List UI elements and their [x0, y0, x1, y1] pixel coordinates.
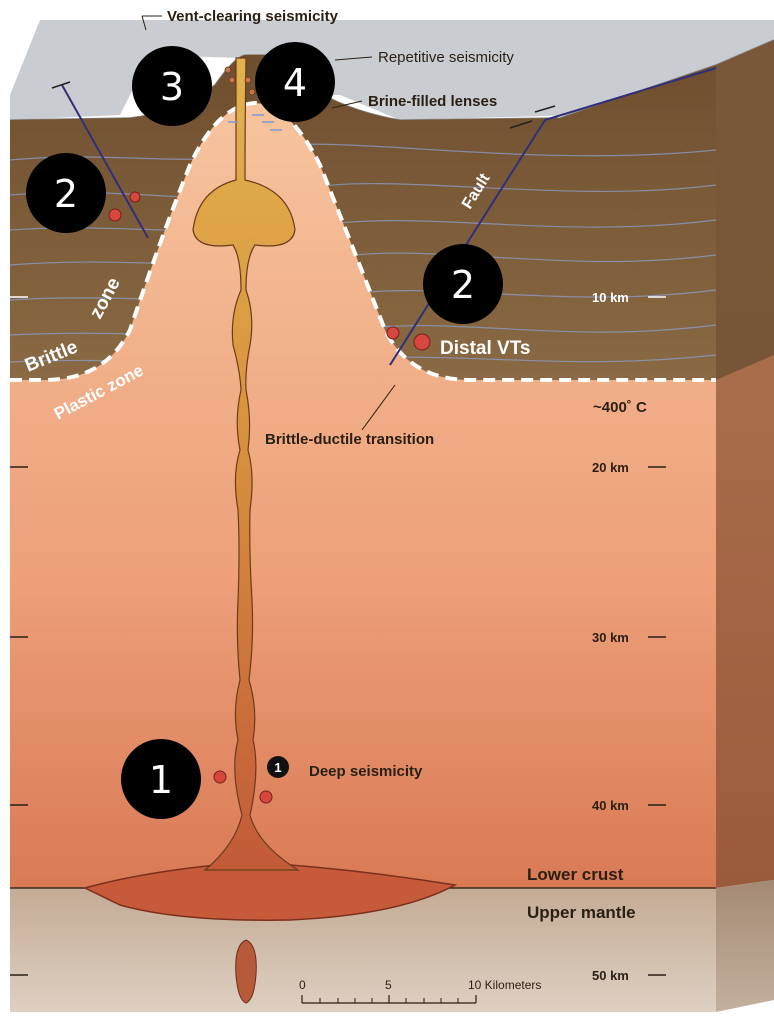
badge-2-left: 2 [26, 153, 106, 233]
badge-3-text: 3 [160, 65, 184, 109]
badge-1-text: 1 [149, 758, 173, 802]
vent-clearing-label: Vent-clearing seismicity [167, 8, 339, 25]
deep-magma-blob [236, 940, 257, 1003]
scale-tick-label: 0 [299, 978, 306, 992]
badge-3: 3 [132, 46, 212, 126]
badge-4-text: 4 [283, 61, 307, 105]
earthquake-dot [414, 334, 430, 350]
earthquake-dot [109, 209, 121, 221]
earthquake-dot [387, 327, 399, 339]
depth-tick-label: 10 km [592, 290, 629, 305]
earthquake-dot [130, 192, 140, 202]
depth-tick-label: 20 km [592, 460, 629, 475]
badge-2-left-text: 2 [54, 172, 78, 216]
badge-1: 1 [121, 739, 201, 819]
repetitive-label: Repetitive seismicity [378, 49, 514, 66]
deep-seismicity-label: Deep seismicity [309, 763, 423, 780]
depth-tick-label: 50 km [592, 968, 629, 983]
depth-tick-label: 30 km [592, 630, 629, 645]
mantle-side [716, 880, 774, 1012]
badge-4: 4 [255, 42, 335, 122]
earthquake-dot [260, 791, 272, 803]
scale-tick-label: 10 Kilometers [468, 978, 541, 992]
badge-2-right-text: 2 [451, 263, 475, 307]
earthquake-dot [214, 771, 226, 783]
side-brittle [716, 40, 774, 380]
distal-vts-label: Distal VTs [440, 338, 530, 359]
badge-2-right: 2 [423, 244, 503, 324]
brine-lenses-label: Brine-filled lenses [368, 93, 497, 110]
lower-crust-label: Lower crust [527, 865, 624, 884]
temperature-label: ~400˚ C [593, 399, 647, 416]
depth-tick-label: 40 km [592, 798, 629, 813]
scale-tick-label: 5 [385, 978, 392, 992]
small-badge-1-text: 1 [274, 760, 281, 775]
brittle-ductile-label: Brittle-ductile transition [265, 431, 434, 448]
upper-mantle-label: Upper mantle [527, 903, 636, 922]
